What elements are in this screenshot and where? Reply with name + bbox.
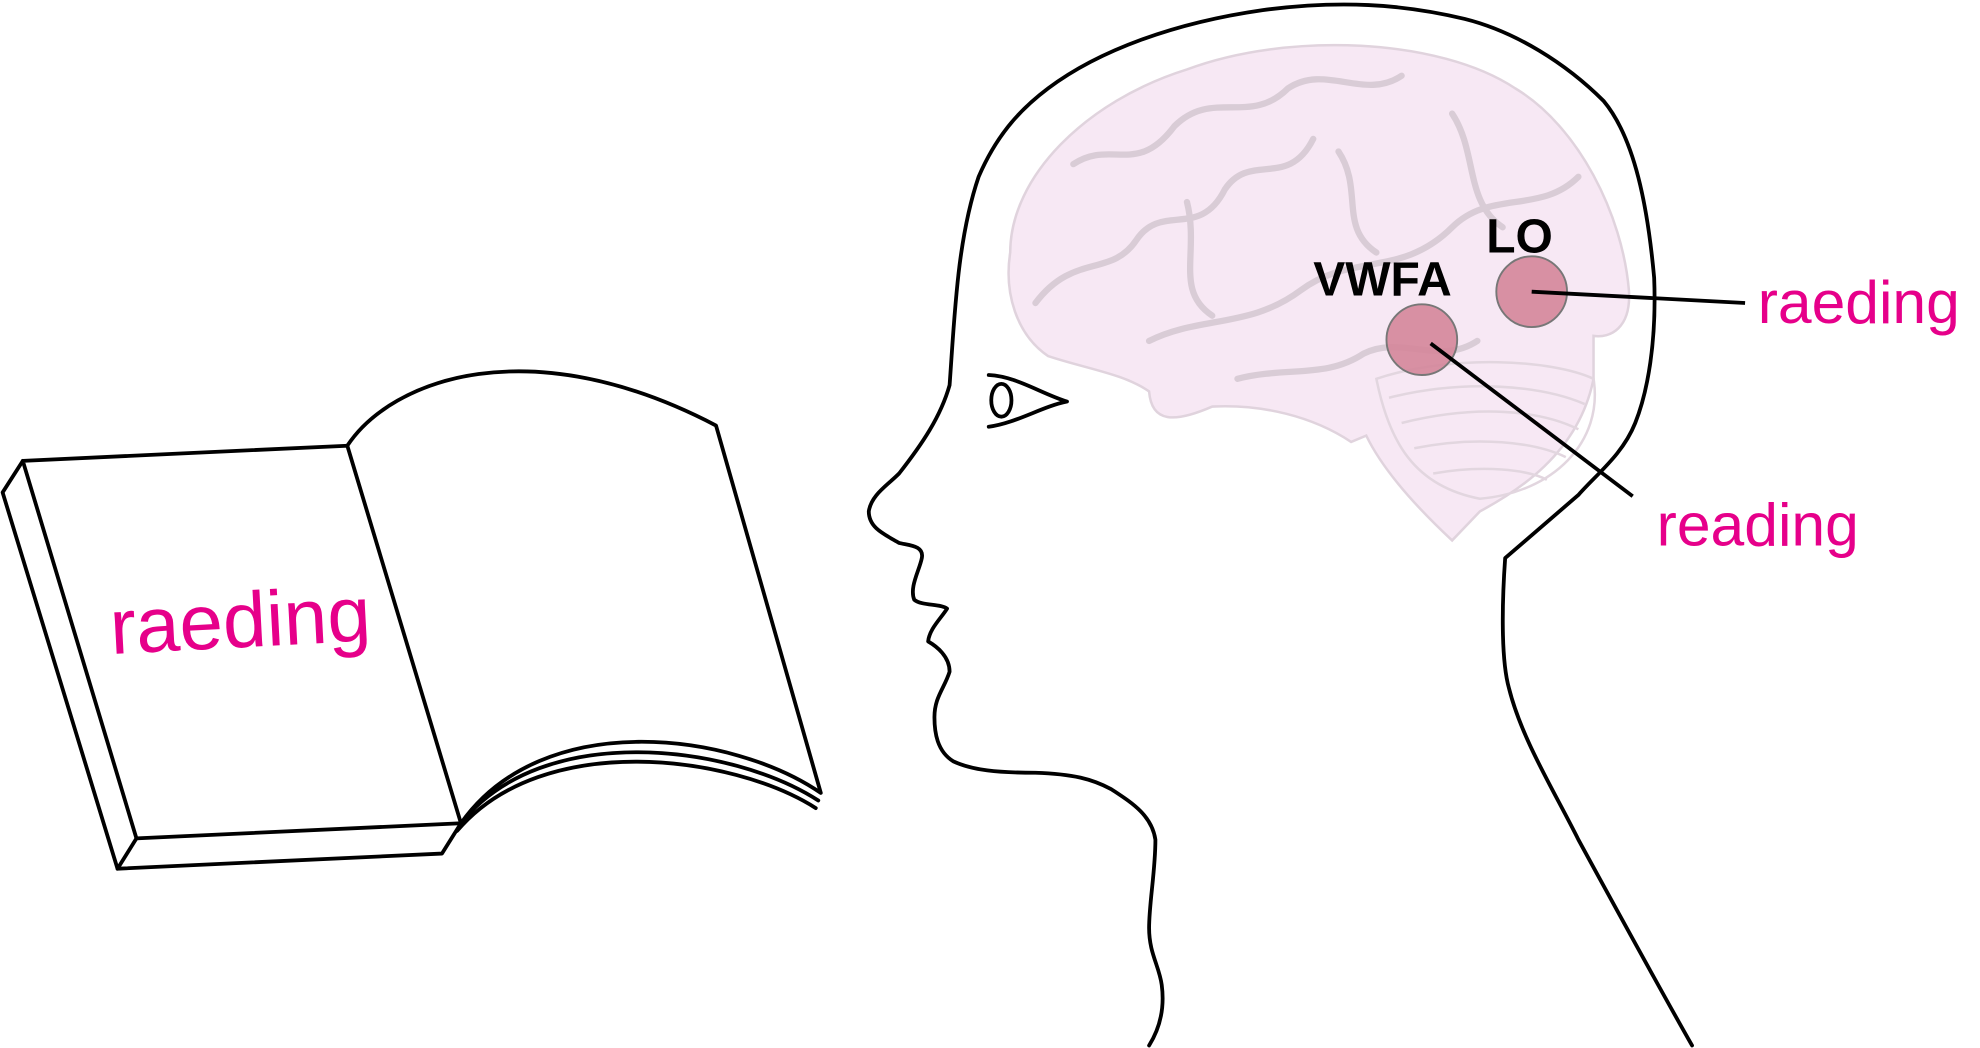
vwfa-response-label: reading xyxy=(1657,490,1859,558)
eye-icon xyxy=(986,373,1069,429)
lo-label: LO xyxy=(1486,211,1553,264)
book-cover-text: raeding xyxy=(107,569,372,671)
vwfa-region xyxy=(1385,303,1459,376)
vwfa-pointer-line xyxy=(1429,341,1634,498)
open-book: raeding xyxy=(0,369,823,871)
vwfa-label: VWFA xyxy=(1313,253,1452,306)
head-outline xyxy=(866,2,1694,1048)
lo-response-label: raeding xyxy=(1758,268,1960,336)
lo-pointer-line xyxy=(1531,289,1746,305)
brain xyxy=(1007,43,1631,543)
